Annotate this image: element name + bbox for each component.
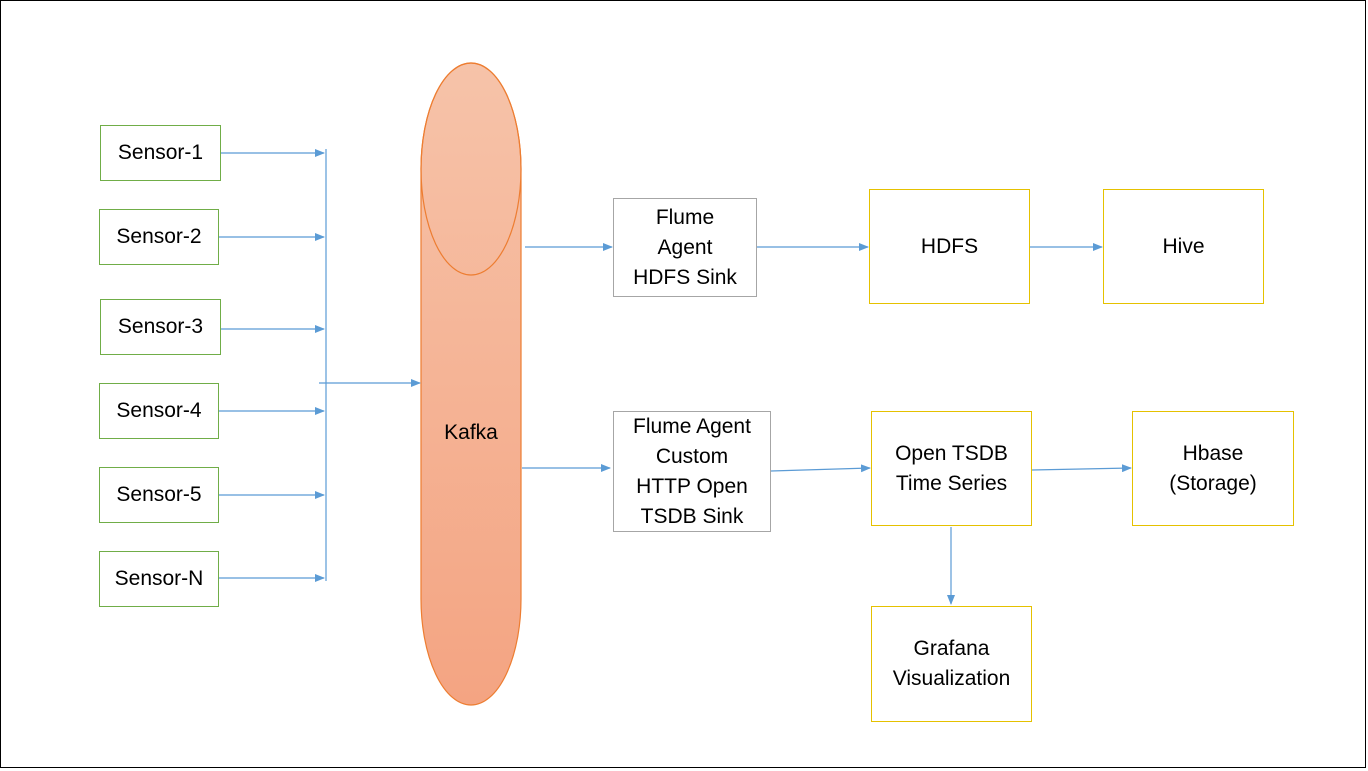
- open-tsdb-box: Open TSDB Time Series: [871, 411, 1032, 526]
- sensor-2-box: Sensor-2: [99, 209, 219, 265]
- sensor-n-box: Sensor-N: [99, 551, 219, 607]
- arrow-tsdb-to-hbase: [1031, 464, 1132, 473]
- grafana-box: Grafana Visualization: [871, 606, 1032, 722]
- hdfs-box: HDFS: [869, 189, 1030, 304]
- sensor-4-box: Sensor-4: [99, 383, 219, 439]
- kafka-cylinder: [420, 62, 522, 706]
- arrow-tsdb-agent-to-tsdb: [770, 464, 871, 473]
- sensor-1-box: Sensor-1: [100, 125, 221, 181]
- sensor-3-box: Sensor-3: [100, 299, 221, 355]
- flume-hdfs-agent-box: Flume Agent HDFS Sink: [613, 198, 757, 297]
- hive-box: Hive: [1103, 189, 1264, 304]
- sensor-5-box: Sensor-5: [99, 467, 219, 523]
- kafka-label: Kafka: [444, 421, 498, 444]
- hbase-box: Hbase (Storage): [1132, 411, 1294, 526]
- flume-tsdb-agent-box: Flume Agent Custom HTTP Open TSDB Sink: [613, 411, 771, 532]
